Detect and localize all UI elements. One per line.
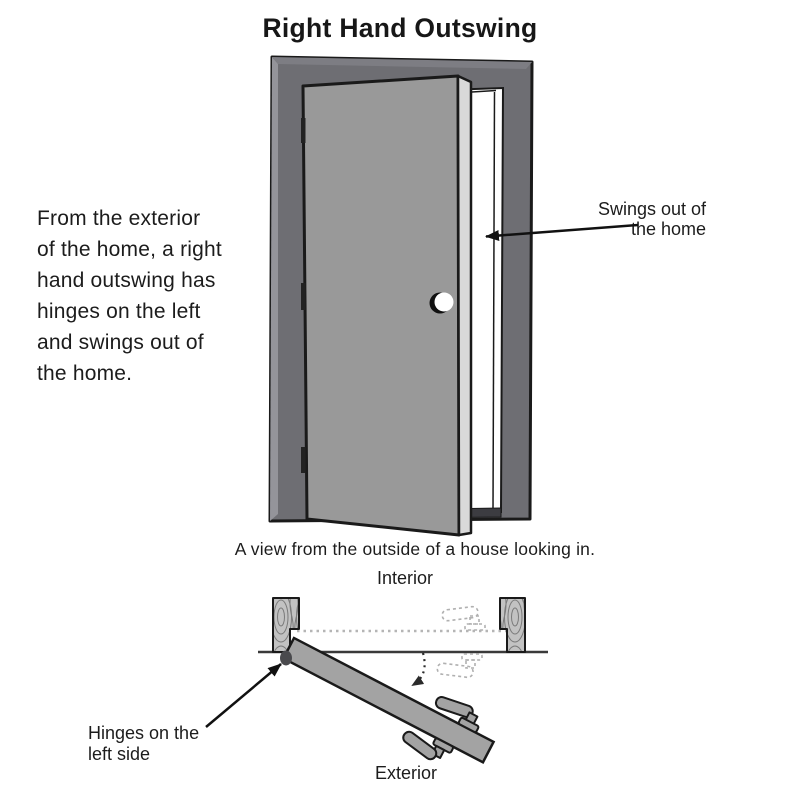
swing-direction-label-line: the home (630, 219, 706, 239)
interior-label: Interior (376, 568, 434, 588)
hinge-top (301, 118, 306, 143)
open-door-group (281, 636, 496, 764)
main-door-illustration (268, 55, 639, 537)
right-jamb-line (492, 91, 496, 512)
door-handle-interior (434, 696, 480, 733)
plan-view-illustration (205, 597, 548, 764)
swing-arrow (485, 223, 639, 242)
right-wall-post (499, 597, 526, 653)
ghost-handle-interior (441, 605, 486, 631)
exterior-label: Exterior (374, 763, 437, 783)
page-title: Right Hand Outswing (262, 13, 538, 43)
description-line: hinges on the left (37, 300, 201, 323)
swing-direction-label-line: Swings out of (597, 199, 706, 219)
hinge-side-label: Hinges on the left side (88, 723, 248, 765)
hinge-middle (301, 283, 306, 310)
swing-arc (411, 652, 426, 687)
description-line: the home. (37, 362, 133, 385)
swing-direction-label: Swings out of the home (586, 199, 706, 239)
description-text: From the exterior of the home, a right h… (37, 203, 267, 389)
door-frame-top-bevel (272, 57, 532, 69)
doorknob (434, 292, 454, 312)
ghost-handle-exterior (436, 653, 483, 679)
hinge-side-label-line: left side (88, 744, 151, 764)
illustration-caption: A view from the outside of a house looki… (234, 539, 596, 559)
description-line: hand outswing has (37, 269, 216, 292)
description-line: and swings out of (37, 331, 204, 354)
hinge-arrow (205, 663, 282, 728)
hinge-bottom (301, 447, 306, 473)
door-edge-face (456, 74, 473, 537)
description-line: of the home, a right (37, 238, 222, 261)
door-handle-exterior (402, 730, 454, 761)
door-frame-left-bevel (270, 57, 278, 521)
hinge-side-label-line: Hinges on the (88, 723, 200, 743)
description-line: From the exterior (37, 207, 201, 230)
hinge-pivot-dot (280, 650, 292, 666)
left-wall-post (272, 597, 300, 653)
plan-door-panel (281, 636, 496, 764)
